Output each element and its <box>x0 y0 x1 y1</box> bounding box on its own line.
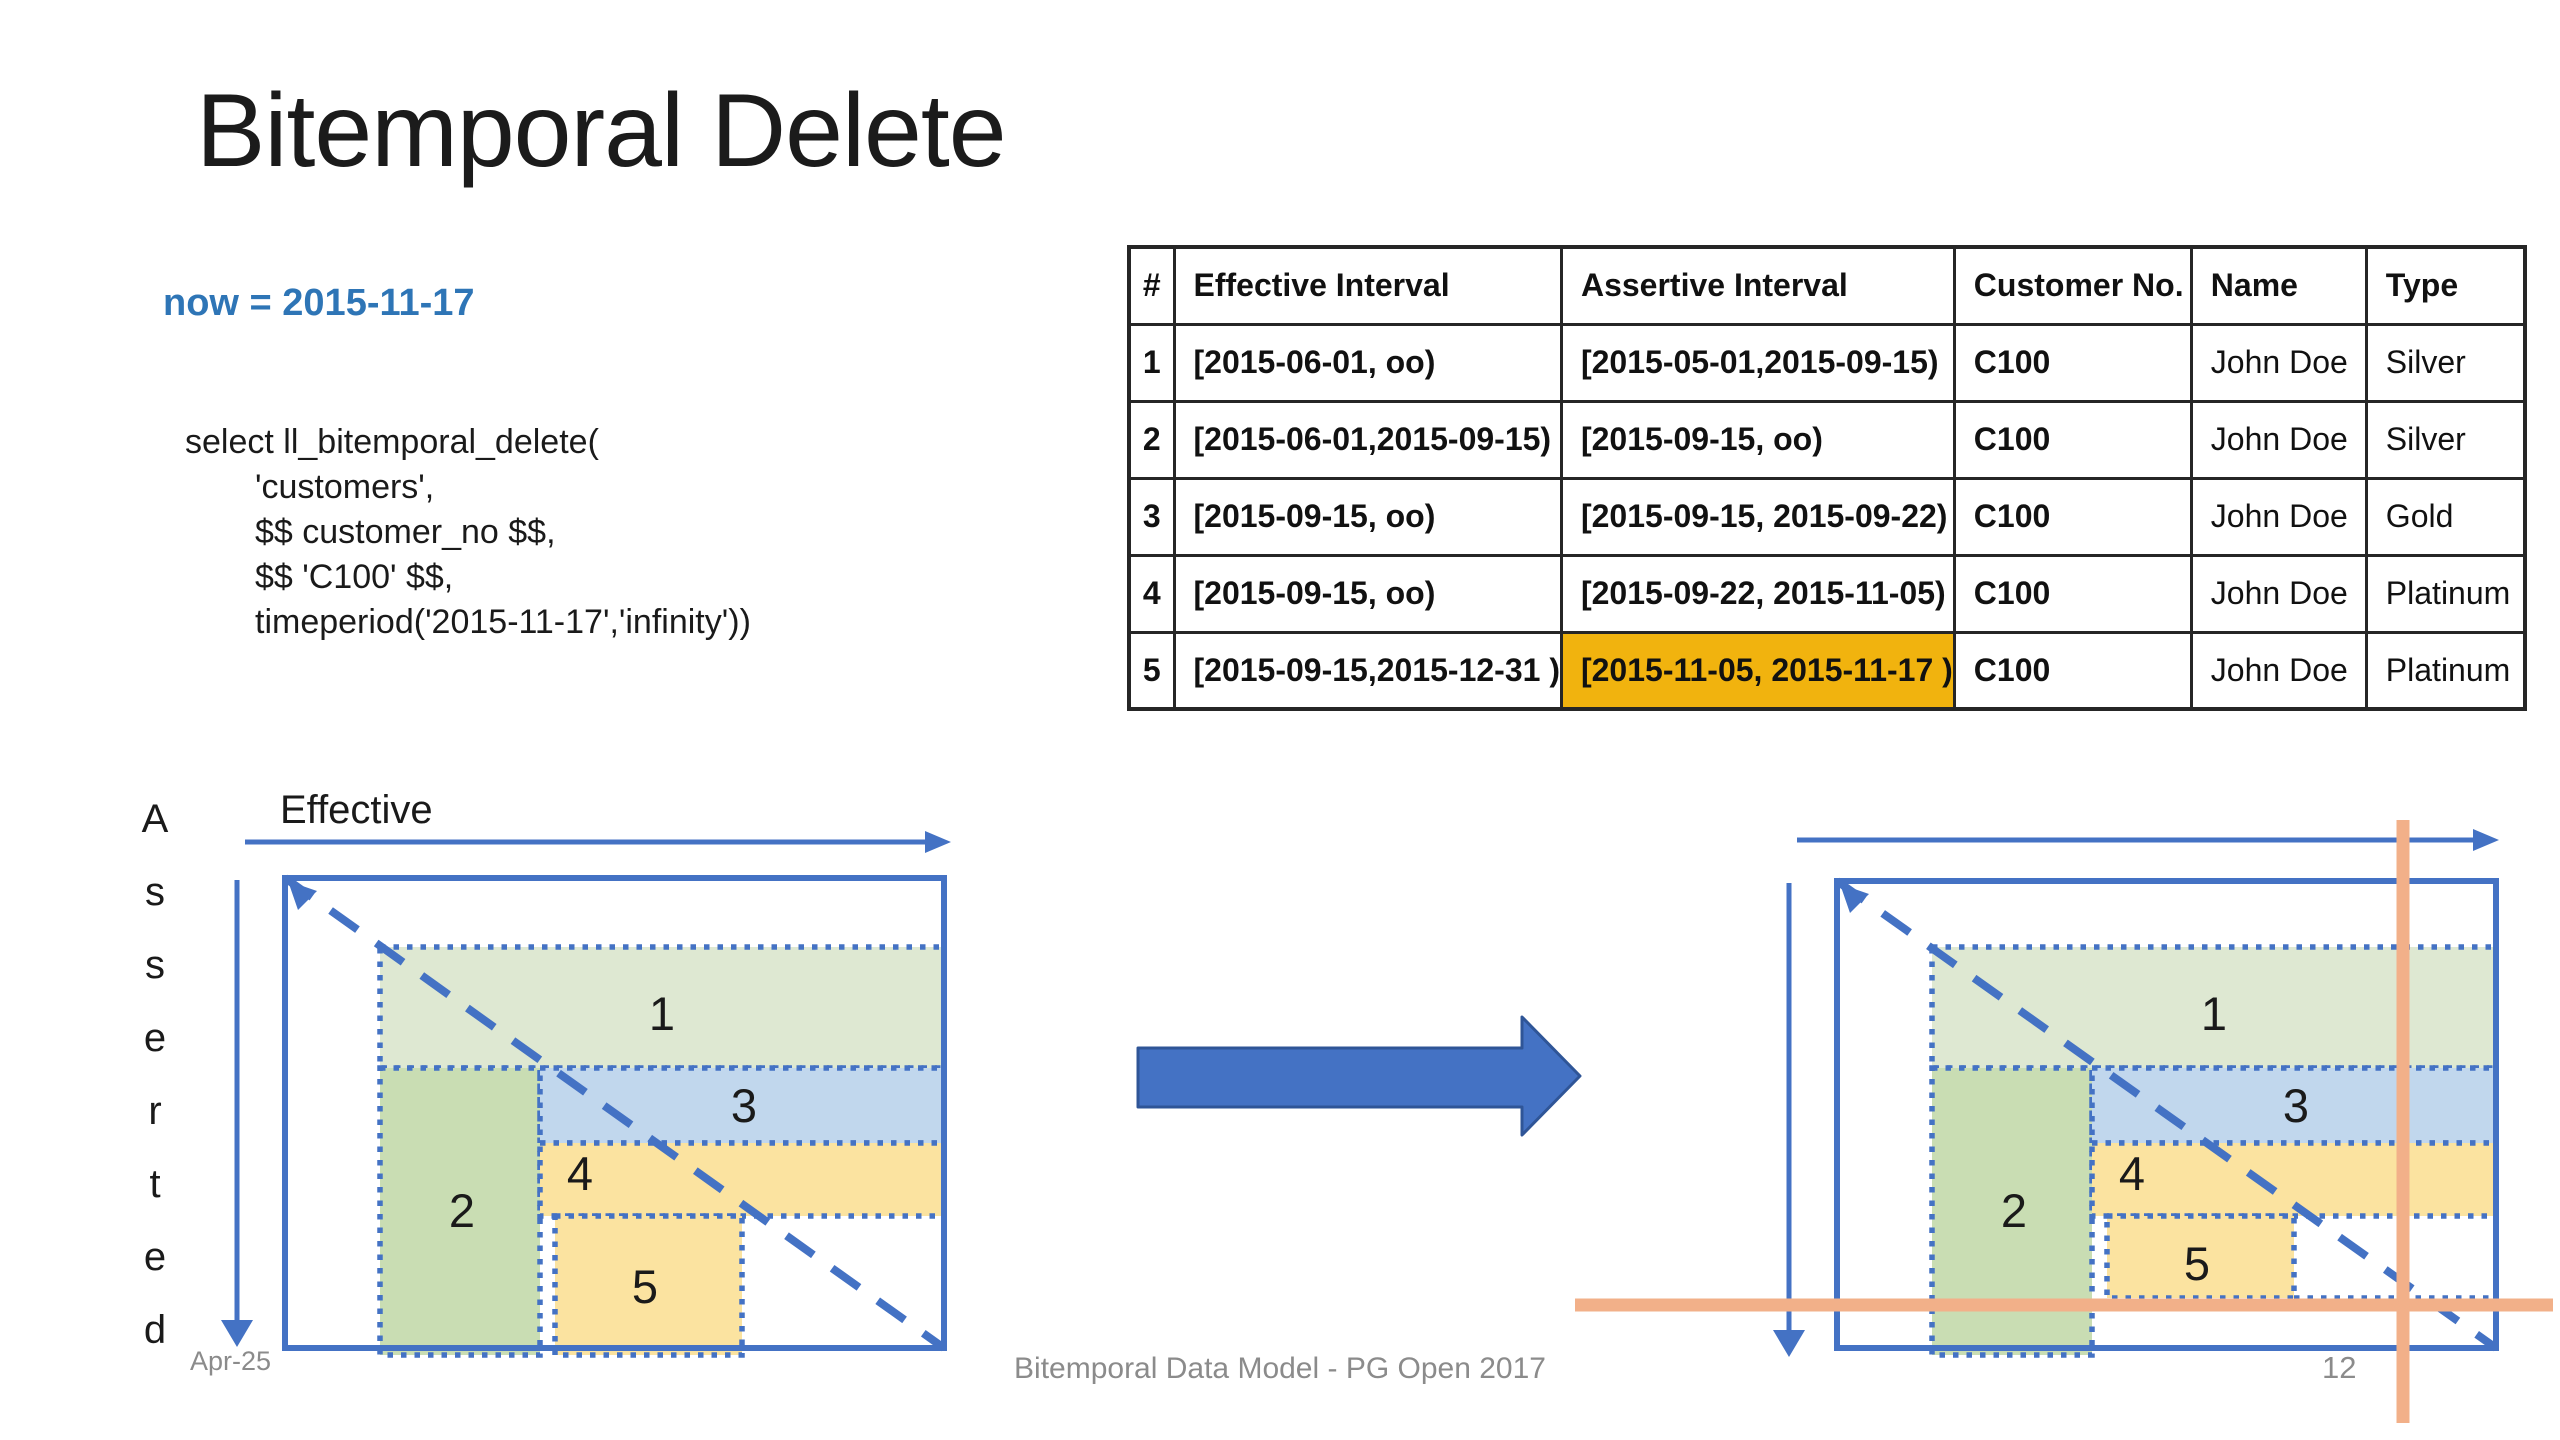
asserted-axis-label-letter: t <box>149 1162 160 1206</box>
asserted-axis-label-letter: A <box>142 797 169 841</box>
table-cell: [2015-09-22, 2015-11-05) <box>1559 553 1956 634</box>
region-label-4: 4 <box>2119 1147 2145 1200</box>
table-cell: [2015-09-15,2015-12-31 ) <box>1172 630 1563 711</box>
region-label-3: 3 <box>2283 1079 2309 1132</box>
table-cell: C100 <box>1952 553 2193 634</box>
region-label-4: 4 <box>567 1147 593 1200</box>
region-label-2: 2 <box>2001 1184 2027 1237</box>
slide-title: Bitemporal Delete <box>196 73 1007 189</box>
bitemporal-box <box>282 875 947 1351</box>
right-arrow-icon <box>1136 1015 1582 1137</box>
table-cell: 3 <box>1127 476 1176 557</box>
asserted-axis-label-letter: d <box>144 1308 166 1352</box>
table-cell: [2015-06-01,2015-09-15) <box>1172 399 1563 480</box>
sql-line: select ll_bitemporal_delete( <box>185 423 599 461</box>
sql-line: $$ 'C100' $$, <box>255 558 454 596</box>
table-cell: [2015-09-15, 2015-09-22) <box>1559 476 1956 557</box>
region-label-2: 2 <box>449 1184 475 1237</box>
table-cell: [2015-09-15, oo) <box>1172 553 1563 634</box>
column-header: Assertive Interval <box>1559 245 1956 326</box>
table-cell: 5 <box>1127 630 1176 711</box>
region-label-5: 5 <box>632 1260 658 1313</box>
now-label: now = 2015-11-17 <box>163 282 475 324</box>
diagonal-arrowhead-icon <box>288 881 317 910</box>
table-cell: Platinum <box>2364 630 2527 711</box>
table-cell: John Doe <box>2189 322 2368 403</box>
table-cell: C100 <box>1952 476 2193 557</box>
region-label-1: 1 <box>649 987 675 1040</box>
column-header: Effective Interval <box>1172 245 1563 326</box>
arrowhead-right-icon <box>925 831 951 853</box>
region-label-3: 3 <box>731 1079 757 1132</box>
table-cell: Gold <box>2364 476 2527 557</box>
table-cell: John Doe <box>2189 630 2368 711</box>
column-header: # <box>1127 245 1176 326</box>
arrowhead-down-icon <box>1773 1330 1805 1357</box>
table-cell: C100 <box>1952 322 2193 403</box>
table-cell: 2 <box>1127 399 1176 480</box>
diagonal-dashed-line <box>1834 877 2499 1352</box>
region-1 <box>377 944 947 1071</box>
table-cell: 1 <box>1127 322 1176 403</box>
table-row: 5[2015-09-15,2015-12-31 )[2015-11-05, 20… <box>1127 630 2527 711</box>
bitemporal-box <box>1834 878 2499 1351</box>
sql-line: $$ customer_no $$, <box>255 513 556 551</box>
table-cell: Silver <box>2364 399 2527 480</box>
table-cell: Silver <box>2364 322 2527 403</box>
table-body: 1[2015-06-01, oo)[2015-05-01,2015-09-15)… <box>1127 322 2527 711</box>
column-header: Name <box>2189 245 2368 326</box>
table-row: 3[2015-09-15, oo)[2015-09-15, 2015-09-22… <box>1127 476 2527 557</box>
transform-arrow <box>1136 1015 1582 1137</box>
effective-axis-label: Effective <box>280 788 433 832</box>
asserted-axis-label-letter: s <box>145 943 165 987</box>
diagonal-dashed-line <box>282 874 947 1352</box>
arrowhead-right-icon <box>2473 829 2499 851</box>
asserted-axis-label-letter: r <box>148 1089 161 1133</box>
footer-title: Bitemporal Data Model - PG Open 2017 <box>1014 1352 1546 1385</box>
sql-code: select ll_bitemporal_delete( 'customers',… <box>185 420 751 645</box>
table-cell: C100 <box>1952 630 2193 711</box>
table-cell: [2015-05-01,2015-09-15) <box>1559 322 1956 403</box>
table-row: 1[2015-06-01, oo)[2015-05-01,2015-09-15)… <box>1127 322 2527 403</box>
region-label-5: 5 <box>2184 1237 2210 1290</box>
asserted-axis-label-letter: s <box>145 870 165 914</box>
column-header: Customer No. <box>1952 245 2193 326</box>
table-cell: [2015-09-15, oo) <box>1172 476 1563 557</box>
table-cell: [2015-06-01, oo) <box>1172 322 1563 403</box>
sql-line: timeperiod('2015-11-17','infinity')) <box>255 603 751 641</box>
highlighted-cell: [2015-11-05, 2015-11-17 ) <box>1559 630 1956 711</box>
footer-page-number: 12 <box>2322 1350 2357 1385</box>
table-cell: Platinum <box>2364 553 2527 634</box>
region-2 <box>377 1065 543 1358</box>
region-5 <box>552 1213 745 1358</box>
region-3 <box>537 1065 947 1146</box>
asserted-axis-label-letter: e <box>144 1235 166 1279</box>
footer-date: Apr-25 <box>190 1346 272 1376</box>
asserted-axis-label-letter: e <box>144 1016 166 1060</box>
table-cell: C100 <box>1952 399 2193 480</box>
diagonal-arrowhead-icon <box>1840 884 1869 913</box>
region-label-1: 1 <box>2201 987 2227 1040</box>
region-5 <box>2104 1213 2297 1301</box>
table-cell: 4 <box>1127 553 1176 634</box>
column-header: Type <box>2364 245 2527 326</box>
table-cell: John Doe <box>2189 553 2368 634</box>
table-cell: John Doe <box>2189 399 2368 480</box>
arrowhead-down-icon <box>221 1320 253 1347</box>
sql-line: 'customers', <box>255 468 435 506</box>
table-row: 4[2015-09-15, oo)[2015-09-22, 2015-11-05… <box>1127 553 2527 634</box>
table-cell: John Doe <box>2189 476 2368 557</box>
table-cell: [2015-09-15, oo) <box>1559 399 1956 480</box>
table-row: 2[2015-06-01,2015-09-15)[2015-09-15, oo)… <box>1127 399 2527 480</box>
